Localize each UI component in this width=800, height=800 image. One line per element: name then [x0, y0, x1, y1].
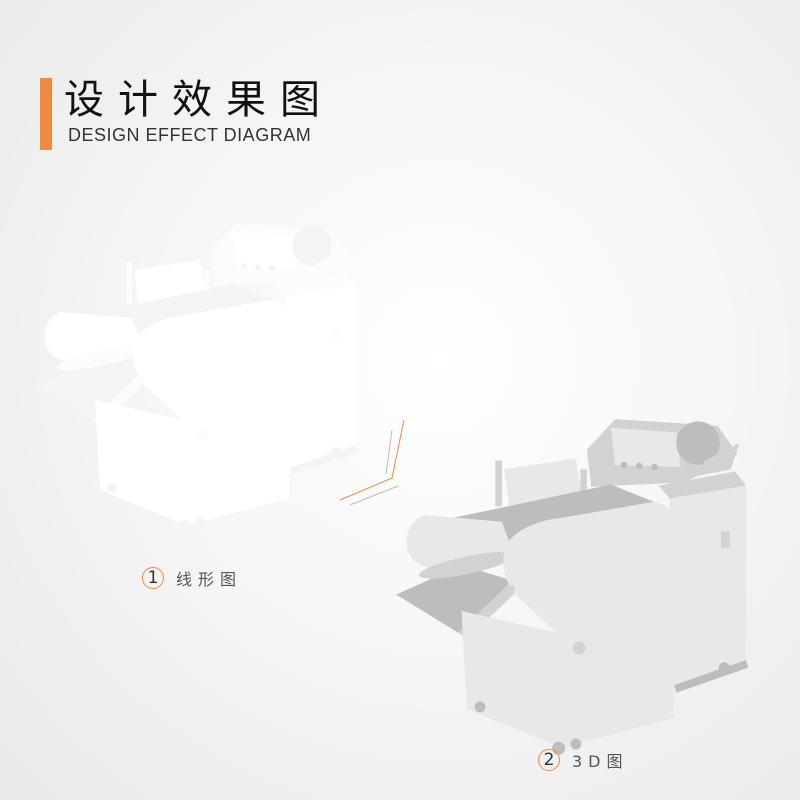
page-title: 设计效果图: [64, 77, 334, 123]
3d-render-machine: [396, 419, 749, 755]
decorative-slash-lines: [339, 419, 405, 506]
view-number-badge: 1: [142, 567, 164, 589]
caption-label: 线形图: [176, 570, 243, 589]
title-accent-bar: [40, 78, 52, 150]
caption-3d: 2 3D图: [538, 748, 629, 772]
caption-label: 3D图: [572, 752, 629, 771]
page-subtitle: DESIGN EFFECT DIAGRAM: [68, 125, 312, 145]
line-drawing-machine: [35, 224, 358, 532]
caption-line-drawing: 1 线形图: [142, 566, 242, 590]
view-number-badge: 2: [538, 749, 560, 771]
